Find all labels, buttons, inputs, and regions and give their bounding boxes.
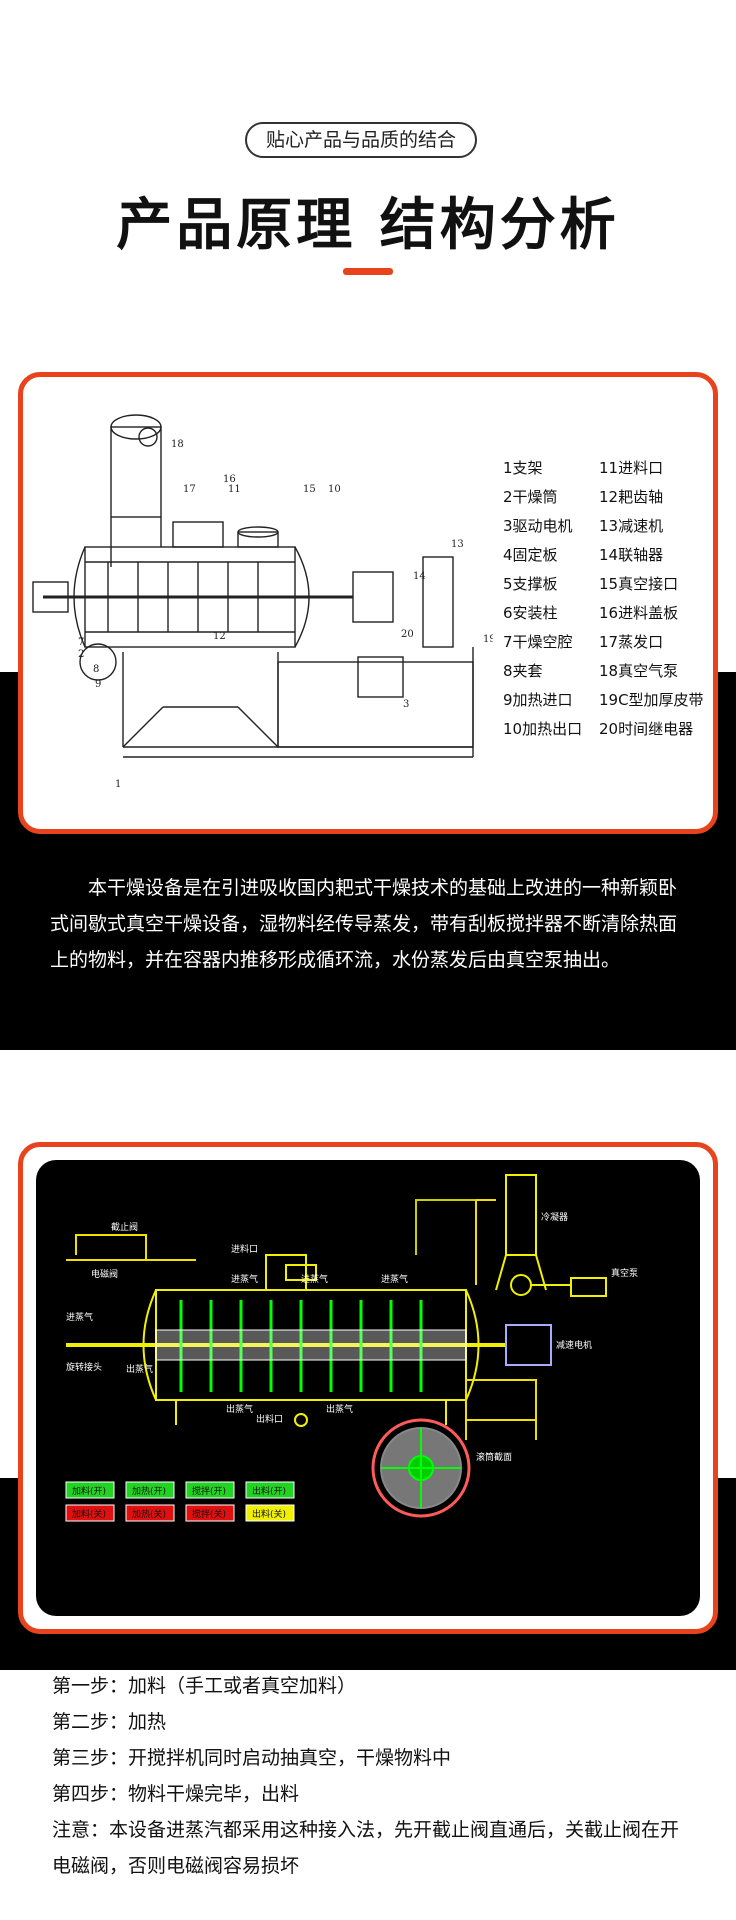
svg-text:1: 1 <box>115 779 121 790</box>
structure-frame: 18 17 16 11 15 10 13 14 20 19 7 2 8 9 12… <box>18 372 718 834</box>
svg-text:13: 13 <box>451 539 464 550</box>
control-button-out-on <box>245 1481 295 1499</box>
process-schematic: 截止阀 电磁阀 进料口 进蒸气 进蒸气 进蒸气 进蒸气 旋转接头 出蒸气 出蒸气… <box>36 1160 700 1616</box>
control-button-heat-on <box>125 1481 175 1499</box>
legend-item: 8夹套 <box>503 662 543 680</box>
label-discharge: 出料口 <box>256 1413 283 1425</box>
step-item: 注意：本设备进蒸汽都采用这种接入法，先开截止阀直通后，关截止阀在开电磁阀，否则电… <box>52 1819 680 1877</box>
svg-text:19: 19 <box>483 634 493 645</box>
legend-item: 4固定板 <box>503 546 558 564</box>
legend-item: 19C型加厚皮带 <box>599 691 704 709</box>
label-valve: 截止阀 <box>111 1221 138 1233</box>
control-button-feed-off <box>65 1504 115 1522</box>
control-label: 加料(开) <box>72 1485 106 1497</box>
svg-text:20: 20 <box>401 629 414 640</box>
label-out-steam2: 出蒸气 <box>326 1403 353 1415</box>
svg-text:7: 7 <box>78 637 84 648</box>
step-item: 第四步：物料干燥完毕，出料 <box>52 1783 300 1805</box>
legend-item: 13减速机 <box>599 517 664 535</box>
label-out-steam1: 出蒸气 <box>226 1403 253 1415</box>
label-solenoid: 电磁阀 <box>91 1268 118 1280</box>
control-button-out-off <box>245 1504 295 1522</box>
legend-item: 15真空接口 <box>599 575 679 593</box>
svg-text:2: 2 <box>78 649 84 660</box>
control-button-stir-off <box>185 1504 235 1522</box>
control-label: 加热(关) <box>132 1508 166 1520</box>
legend-item: 9加热进口 <box>503 691 573 709</box>
control-label: 加料(关) <box>72 1508 106 1520</box>
structure-drawing: 18 17 16 11 15 10 13 14 20 19 7 2 8 9 12… <box>32 414 493 790</box>
control-label: 搅拌(开) <box>192 1485 226 1497</box>
control-label: 加热(开) <box>132 1485 166 1497</box>
control-button-heat-off <box>125 1504 175 1522</box>
svg-text:18: 18 <box>171 439 184 450</box>
svg-text:14: 14 <box>413 571 426 582</box>
label-steam-in: 进蒸气 <box>231 1273 258 1285</box>
step-item: 第二步：加热 <box>52 1711 167 1733</box>
label-steam-in2: 进蒸气 <box>301 1273 328 1285</box>
label-rotary: 旋转接头 <box>66 1361 102 1373</box>
page-title: 产品原理 结构分析 <box>116 193 620 258</box>
legend-item: 5支撑板 <box>503 575 558 593</box>
step-item: 第三步：开搅拌机同时启动抽真空，干燥物料中 <box>52 1747 452 1769</box>
svg-text:17: 17 <box>183 484 196 495</box>
legend-item: 18真空气泵 <box>599 662 679 680</box>
svg-text:12: 12 <box>213 631 226 642</box>
svg-text:15: 15 <box>303 484 316 495</box>
legend-item: 3驱动电机 <box>503 517 573 535</box>
svg-text:10: 10 <box>328 484 341 495</box>
label-section: 滚筒截面 <box>476 1451 512 1463</box>
control-label: 搅拌(关) <box>192 1508 226 1520</box>
steps-list: 第一步：加料（手工或者真空加料） 第二步：加热 第三步：开搅拌机同时启动抽真空，… <box>52 1668 692 1884</box>
control-label: 出料(开) <box>252 1485 286 1497</box>
svg-text:11: 11 <box>228 484 241 495</box>
legend-item: 17蒸发口 <box>599 633 664 651</box>
legend-item: 10加热出口 <box>503 720 583 738</box>
label-steam-left: 进蒸气 <box>66 1311 93 1323</box>
process-frame: 截止阀 电磁阀 进料口 进蒸气 进蒸气 进蒸气 进蒸气 旋转接头 出蒸气 出蒸气… <box>18 1142 718 1634</box>
control-button-stir-on <box>185 1481 235 1499</box>
svg-text:9: 9 <box>95 679 101 690</box>
step-item: 第一步：加料（手工或者真空加料） <box>52 1675 357 1697</box>
title-underline <box>343 268 393 275</box>
label-condenser: 冷凝器 <box>541 1211 568 1223</box>
control-button-feed-on <box>65 1481 115 1499</box>
label-reducer: 减速电机 <box>556 1339 592 1351</box>
legend-item: 1支架 <box>503 459 543 477</box>
legend-item: 16进料盖板 <box>599 604 679 622</box>
legend-item: 6安装柱 <box>503 604 558 622</box>
legend-item: 2干燥筒 <box>503 488 558 506</box>
label-vacuum-pump: 真空泵 <box>611 1267 638 1279</box>
label-steam-in3: 进蒸气 <box>381 1273 408 1285</box>
label-feed: 进料口 <box>231 1243 258 1255</box>
legend-item: 20时间继电器 <box>599 720 694 738</box>
control-label: 出料(关) <box>252 1508 286 1520</box>
header-tagline: 贴心产品与品质的结合 <box>245 122 477 158</box>
label-out-steam-v: 出蒸气 <box>126 1363 153 1375</box>
svg-text:16: 16 <box>223 474 236 485</box>
svg-text:8: 8 <box>93 664 99 675</box>
svg-text:3: 3 <box>403 699 409 710</box>
legend-item: 12耙齿轴 <box>599 488 664 506</box>
intro-paragraph: 本干燥设备是在引进吸收国内耙式干燥技术的基础上改进的一种新颖卧式间歇式真空干燥设… <box>50 877 678 971</box>
legend-item: 11进料口 <box>599 459 664 477</box>
legend-item: 14联轴器 <box>599 546 664 564</box>
legend-item: 7干燥空腔 <box>503 633 573 651</box>
